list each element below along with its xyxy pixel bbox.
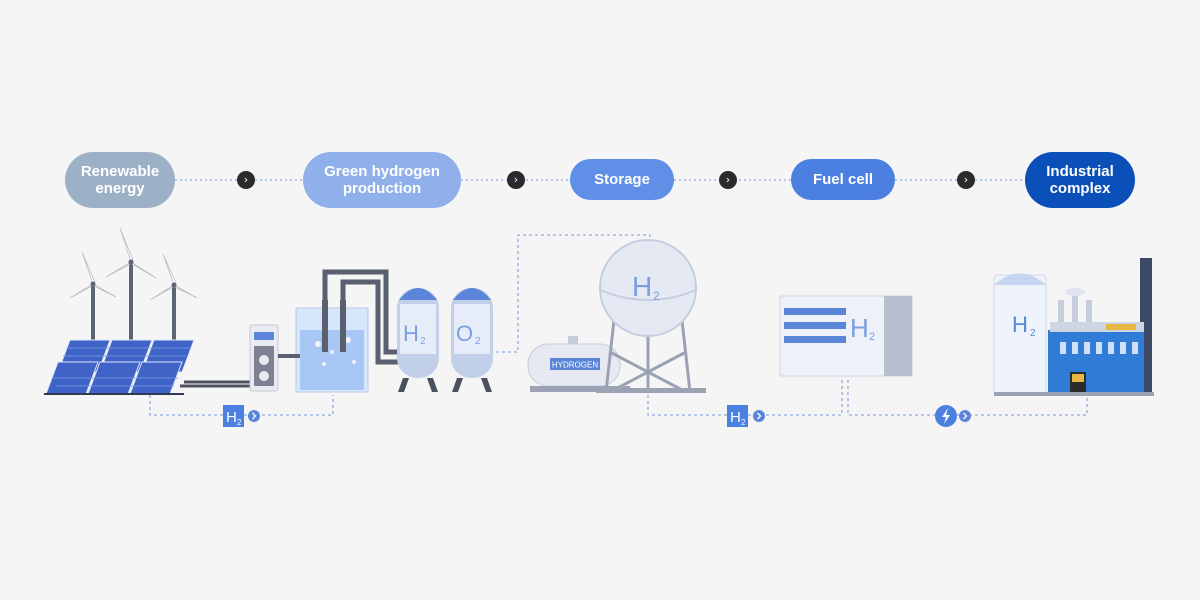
badge2-h-label: H bbox=[730, 409, 741, 426]
solar-panels bbox=[44, 339, 195, 395]
industrial-complex-building: H 2 bbox=[993, 258, 1154, 396]
chevron-right-icon bbox=[753, 410, 765, 422]
fuel-cell-unit: H 2 bbox=[779, 295, 913, 377]
tank-o2-label: O bbox=[456, 321, 473, 346]
fuelcell-h2-label: H bbox=[850, 313, 869, 343]
step-renewable-energy: Renewable energy bbox=[65, 152, 175, 208]
electrolyzer-tank bbox=[278, 269, 400, 393]
hydrogen-trailer: HYDROGEN bbox=[527, 336, 630, 392]
chevron-right-icon: › bbox=[957, 171, 975, 189]
gas-tanks: H 2 O 2 bbox=[397, 288, 493, 392]
trailer-label: HYDROGEN bbox=[552, 361, 598, 370]
wind-turbines bbox=[69, 227, 198, 345]
badge2-subscript: 2 bbox=[741, 418, 746, 427]
badge1-h-label: H bbox=[226, 409, 237, 426]
tank-h2-label: H bbox=[403, 321, 419, 346]
chevron-right-icon bbox=[248, 410, 260, 422]
pipeline-h2-badge-2: H 2 bbox=[727, 405, 765, 427]
step-industrial-complex: Industrial complex bbox=[1025, 152, 1135, 208]
step-green-hydrogen-production: Green hydrogen production bbox=[303, 152, 461, 208]
step-fuel-cell: Fuel cell bbox=[791, 159, 895, 200]
spherical-storage-tank: H 2 bbox=[596, 239, 706, 394]
tank-o2-subscript: 2 bbox=[475, 336, 481, 347]
power-cables bbox=[180, 380, 252, 388]
sphere-h2-subscript: 2 bbox=[653, 289, 660, 303]
fuelcell-h2-subscript: 2 bbox=[869, 331, 875, 343]
badge1-subscript: 2 bbox=[237, 418, 242, 427]
sphere-h2-label: H bbox=[632, 271, 652, 302]
chevron-right-icon: › bbox=[507, 171, 525, 189]
chevron-right-icon: › bbox=[719, 171, 737, 189]
chevron-right-icon bbox=[959, 410, 971, 422]
pipeline-power-badge bbox=[935, 405, 971, 427]
tank-h2-subscript: 2 bbox=[420, 336, 426, 347]
silo-h2-label: H bbox=[1012, 312, 1028, 337]
step-storage: Storage bbox=[570, 159, 674, 200]
pipeline-h2-badge-1: H 2 bbox=[223, 405, 260, 427]
silo-h2-subscript: 2 bbox=[1030, 328, 1036, 339]
electrolyzer-control bbox=[249, 324, 279, 392]
chevron-right-icon: › bbox=[237, 171, 255, 189]
